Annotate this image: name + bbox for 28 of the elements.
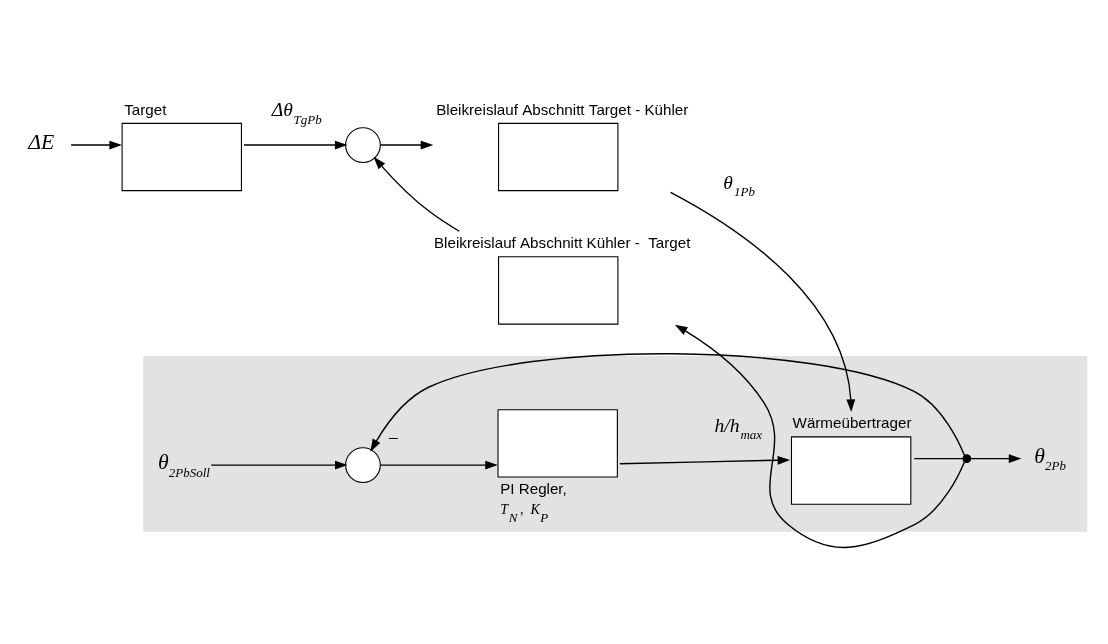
node-label: Target	[124, 100, 167, 118]
arrow	[619, 455, 791, 465]
node-circle	[345, 446, 381, 483]
arrow	[210, 460, 348, 470]
edge-label: −	[386, 427, 400, 449]
cluster	[143, 355, 1088, 532]
arrow	[970, 453, 1022, 463]
node-text: ΔE	[28, 129, 55, 154]
arrow	[669, 191, 856, 412]
arrow	[674, 324, 966, 548]
arrow	[70, 140, 122, 149]
arrow	[379, 460, 498, 470]
arrow	[379, 140, 434, 149]
edge-label: h/h$_{max}$	[714, 414, 763, 442]
node-text: θ$_{2PbSoll}$	[157, 449, 210, 480]
node-circle	[962, 453, 972, 463]
node-text: θ$_{2Pb}$	[1034, 443, 1066, 473]
node-label: Bleikreislauf Abschnitt Target - Kühler	[436, 100, 689, 118]
arrow	[370, 352, 966, 456]
edge-label: Δθ$_{TgPb}$	[271, 98, 322, 127]
node-circle	[345, 126, 381, 163]
arrow	[373, 156, 460, 232]
edge-label: θ$_{1Pb}$	[723, 171, 755, 199]
node-label: Bleikreislauf Abschnitt Kühler - Target	[434, 233, 691, 251]
arrow	[243, 140, 348, 149]
connector	[913, 457, 964, 459]
node-label: Wärmeübertrager	[792, 413, 912, 431]
node-label: PI Regler,	[500, 479, 567, 497]
